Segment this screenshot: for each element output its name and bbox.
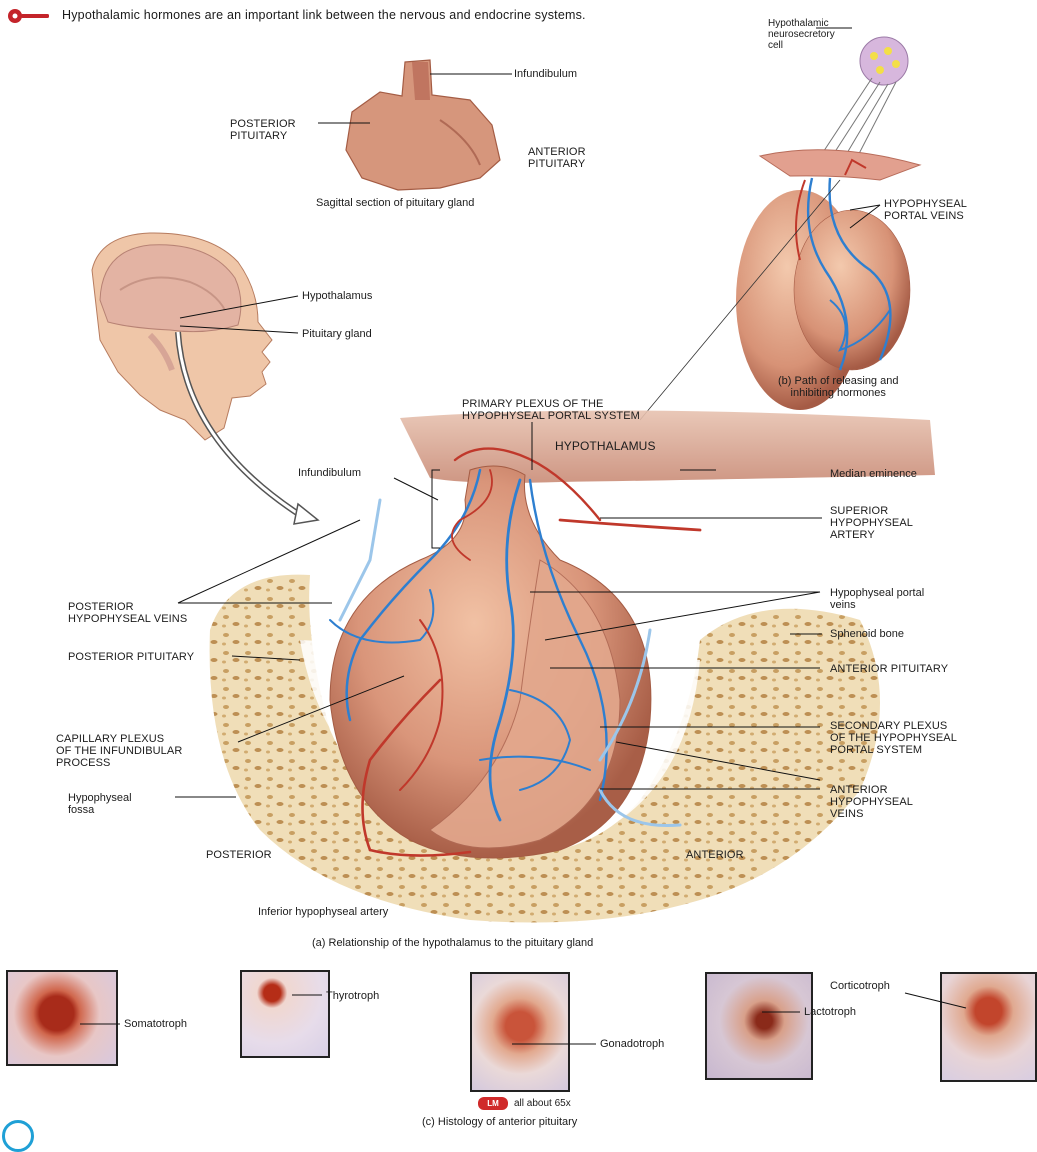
label-posterior-pituitary-a: POSTERIOR PITUITARY — [68, 651, 194, 663]
label-infundibulum-a: Infundibulum — [298, 467, 361, 479]
caption-panel-a: (a) Relationship of the hypothalamus to … — [312, 937, 593, 949]
circle-icon — [2, 1120, 34, 1152]
label-infundibulum-sagittal: Infundibulum — [514, 68, 577, 80]
histology-lactotroph-image — [705, 972, 813, 1080]
histology-corticotroph-image — [940, 972, 1037, 1082]
label-hypophyseal-fossa: Hypophyseal fossa — [68, 792, 132, 816]
histology-thyrotroph-image — [240, 970, 330, 1058]
label-anterior-veins: ANTERIOR HYPOPHYSEAL VEINS — [830, 784, 913, 820]
label-thyrotroph: Thyrotroph — [326, 990, 379, 1002]
label-anterior-pituitary-sagittal: ANTERIOR PITUITARY — [528, 146, 586, 170]
sagittal-section-drawing — [346, 60, 500, 190]
label-hypothalamus-a: HYPOTHALAMUS — [555, 440, 656, 452]
label-posterior-veins: POSTERIOR HYPOPHYSEAL VEINS — [68, 601, 187, 625]
caption-panel-c: (c) Histology of anterior pituitary — [422, 1116, 577, 1128]
label-somatotroph: Somatotroph — [124, 1018, 187, 1030]
label-posterior-direction: POSTERIOR — [206, 849, 272, 861]
label-neurosecretory-cell: Hypothalamic neurosecretory cell — [768, 18, 835, 51]
label-sphenoid-bone: Sphenoid bone — [830, 628, 904, 640]
histology-somatotroph-image — [6, 970, 118, 1066]
label-portal-veins-a: Hypophyseal portal veins — [830, 587, 924, 611]
label-posterior-pituitary-sagittal: POSTERIOR PITUITARY — [230, 118, 296, 142]
lm-badge: LM — [478, 1097, 508, 1110]
label-capillary-plexus: CAPILLARY PLEXUS OF THE INFUNDIBULAR PRO… — [56, 733, 182, 769]
label-hypophyseal-portal-veins-b: HYPOPHYSEAL PORTAL VEINS — [884, 198, 967, 222]
label-lactotroph: Lactotroph — [804, 1006, 856, 1018]
label-anterior-direction: ANTERIOR — [686, 849, 744, 861]
label-primary-plexus: PRIMARY PLEXUS OF THE HYPOPHYSEAL PORTAL… — [462, 398, 640, 422]
label-hypothalamus-head: Hypothalamus — [302, 290, 372, 302]
panel-b-drawing — [736, 37, 920, 410]
label-gonadotroph: Gonadotroph — [600, 1038, 664, 1050]
caption-sagittal: Sagittal section of pituitary gland — [316, 197, 474, 209]
label-inferior-artery: Inferior hypophyseal artery — [258, 906, 388, 918]
label-corticotroph: Corticotroph — [830, 980, 890, 992]
caption-panel-b: (b) Path of releasing and inhibiting hor… — [778, 375, 898, 399]
label-magnification: all about 65x — [514, 1098, 571, 1110]
label-superior-artery: SUPERIOR HYPOPHYSEAL ARTERY — [830, 505, 913, 541]
label-pituitary-gland: Pituitary gland — [302, 328, 372, 340]
label-secondary-plexus: SECONDARY PLEXUS OF THE HYPOPHYSEAL PORT… — [830, 720, 957, 756]
label-median-eminence: Median eminence — [830, 468, 917, 480]
histology-gonadotroph-image — [470, 972, 570, 1092]
head-drawing — [92, 233, 272, 440]
label-anterior-pituitary-a: ANTERIOR PITUITARY — [830, 663, 948, 675]
